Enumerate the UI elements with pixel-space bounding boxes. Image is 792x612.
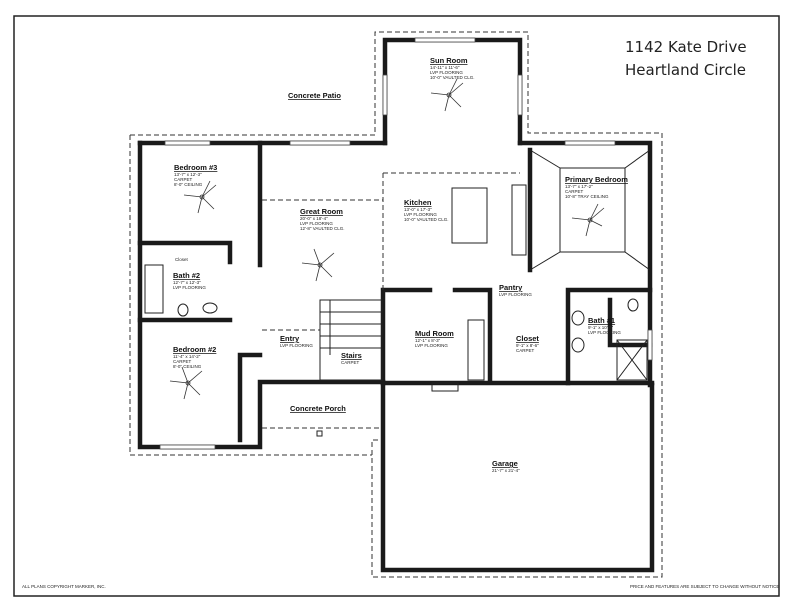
- room-kitchen: Kitchen 13'-0" x 17'-3" LVP FLOORING 10'…: [404, 198, 449, 222]
- room-floor: CARPET: [174, 177, 193, 182]
- fixtures: [144, 149, 651, 437]
- room-name: Bath #2: [173, 271, 200, 280]
- room-name: Pantry: [499, 283, 523, 292]
- windows: [159, 37, 653, 450]
- room-name: Great Room: [300, 207, 343, 216]
- room-entry: Entry LVP FLOORING: [280, 334, 313, 348]
- room-dims: 11'-4" x 14'-2": [173, 354, 201, 359]
- room-ceiling: 8'-0" CEILING: [174, 182, 203, 187]
- room-floor: CARPET: [173, 359, 192, 364]
- room-garage: Garage 21'-7" x 21'-4": [492, 459, 520, 473]
- room-name: Stairs: [341, 351, 362, 360]
- room-name: Bath #1: [588, 316, 615, 325]
- room-bedroom3: Bedroom #3 13'-7" x 12'-3" CARPET 8'-0" …: [174, 163, 217, 187]
- address-line-1: 1142 Kate Drive: [625, 38, 747, 56]
- room-bedroom2: Bedroom #2 11'-4" x 14'-2" CARPET 8'-0" …: [173, 345, 216, 369]
- disclaimer-note: PRICE AND FEATURES ARE SUBJECT TO CHANGE…: [630, 584, 779, 589]
- address-line-2: Heartland Circle: [625, 61, 746, 79]
- room-floor: LVP FLOORING: [430, 70, 463, 75]
- room-pantry: Pantry LVP FLOORING: [499, 283, 532, 297]
- room-name: Bedroom #2: [173, 345, 216, 354]
- room-name: Sun Room: [430, 56, 468, 65]
- room-dims: 12'-1" x 8'-3": [415, 338, 441, 343]
- room-ceiling: 10'-0" VAULTED CLG.: [404, 217, 449, 222]
- room-dims: 9'-1" x 10'-1": [588, 325, 614, 330]
- ceiling-fan-icon: [183, 180, 217, 214]
- room-ceiling: 10'-8" TRAY CEILING: [565, 194, 609, 199]
- room-floor: LVP FLOORING: [499, 292, 532, 297]
- room-dims: 13'-0" x 17'-3": [404, 207, 432, 212]
- room-bath1: Bath #1 9'-1" x 10'-1" LVP FLOORING: [588, 316, 621, 335]
- room-name: Kitchen: [404, 198, 432, 207]
- ceiling-fan-icon: [301, 248, 335, 282]
- room-dims: 9'-1" x 8'-6": [516, 343, 539, 348]
- room-ceiling: 10'-0" VAULTED CLG.: [430, 75, 475, 80]
- closet-label: Closet: [175, 257, 189, 262]
- ceiling-fan-icon: [169, 366, 203, 400]
- room-name: Bedroom #3: [174, 163, 217, 172]
- concrete-patio-label: Concrete Patio: [288, 91, 341, 100]
- room-dims: 13'-7" x 17'-2": [565, 184, 593, 189]
- room-dims: 20'-0" x 18'-4": [300, 216, 328, 221]
- room-mud-room: Mud Room 12'-1" x 8'-3" LVP FLOORING: [415, 329, 454, 348]
- room-dims: 14'-11" x 11'-6": [430, 65, 460, 70]
- concrete-porch-label: Concrete Porch: [290, 404, 346, 413]
- room-floor: LVP FLOORING: [404, 212, 437, 217]
- room-floor: LVP FLOORING: [300, 221, 333, 226]
- room-name: Mud Room: [415, 329, 454, 338]
- room-stairs: Stairs CARPET: [341, 351, 362, 365]
- copyright-note: ALL PLANS COPYRIGHT MARKER, INC.: [22, 584, 106, 589]
- room-ceiling: 8'-0" CEILING: [173, 364, 202, 369]
- room-dims: 13'-7" x 12'-3": [174, 172, 202, 177]
- ceiling-fan-icon: [430, 78, 464, 112]
- room-name: Closet: [516, 334, 539, 343]
- room-primary-bedroom: Primary Bedroom 13'-7" x 17'-2" CARPET 1…: [565, 175, 628, 199]
- room-floor: CARPET: [565, 189, 584, 194]
- room-great-room: Great Room 20'-0" x 18'-4" LVP FLOORING …: [300, 207, 345, 231]
- room-ceiling: 12'-8" VAULTED CLG.: [300, 226, 345, 231]
- room-floor: LVP FLOORING: [280, 343, 313, 348]
- room-floor: CARPET: [516, 348, 535, 353]
- sheet-border: [13, 15, 780, 597]
- room-floor: CARPET: [341, 360, 360, 365]
- room-bath2: Bath #2 12'-7" x 12'-3" LVP FLOORING: [173, 271, 206, 290]
- ceiling-fan-icon: [571, 203, 605, 237]
- room-floor: LVP FLOORING: [173, 285, 206, 290]
- room-name: Primary Bedroom: [565, 175, 628, 184]
- room-name: Garage: [492, 459, 518, 468]
- room-closet: Closet 9'-1" x 8'-6" CARPET: [516, 334, 539, 353]
- room-sun-room: Sun Room 14'-11" x 11'-6" LVP FLOORING 1…: [430, 56, 475, 80]
- room-floor: LVP FLOORING: [415, 343, 448, 348]
- roof-outline: [129, 31, 663, 578]
- room-floor: LVP FLOORING: [588, 330, 621, 335]
- ceiling-fans: [169, 78, 605, 400]
- room-name: Entry: [280, 334, 300, 343]
- room-dims: 12'-7" x 12'-3": [173, 280, 201, 285]
- room-dims: 21'-7" x 21'-4": [492, 468, 520, 473]
- walls: [137, 37, 655, 573]
